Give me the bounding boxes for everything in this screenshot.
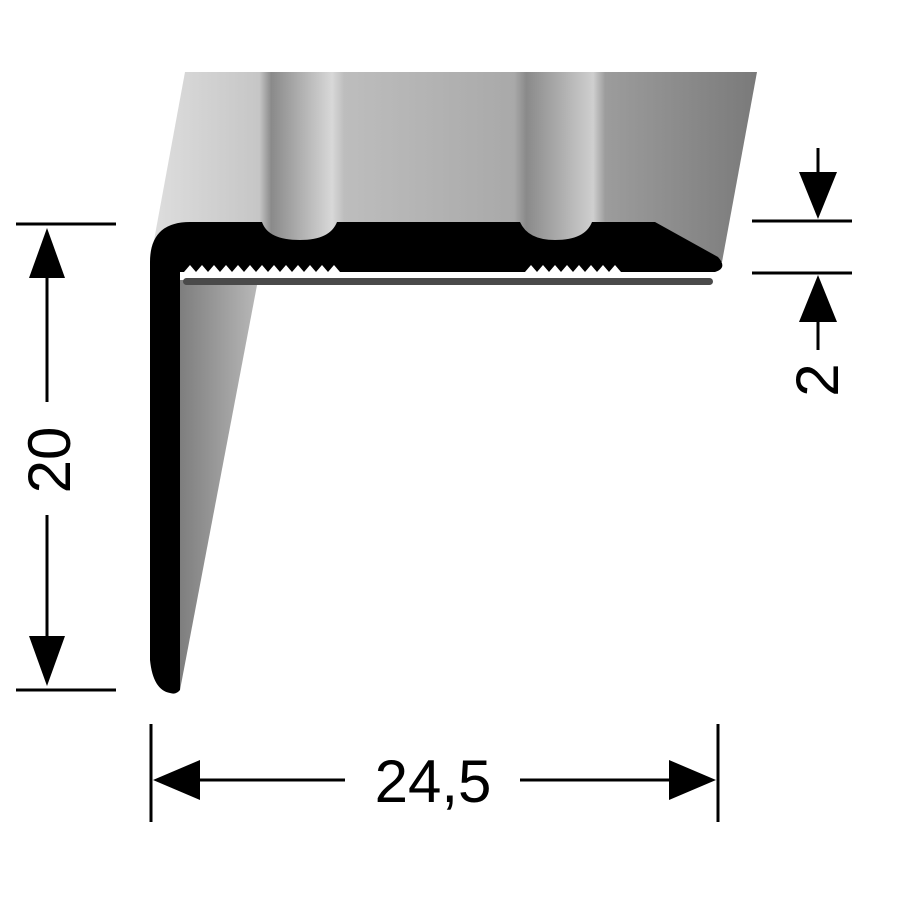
insert-strip [183, 278, 713, 285]
dimension-thickness [752, 148, 852, 350]
profile-cross-section [150, 222, 723, 694]
dimension-width-label: 24,5 [375, 748, 492, 815]
profile-top-surface [150, 72, 757, 262]
profile-serrations-right [525, 265, 621, 272]
dimension-width [149, 724, 720, 822]
dimension-height [16, 222, 116, 692]
dimension-thickness-label: 2 [784, 363, 851, 396]
profile-side-surface [180, 280, 258, 690]
dimension-height-label: 20 [16, 427, 83, 494]
